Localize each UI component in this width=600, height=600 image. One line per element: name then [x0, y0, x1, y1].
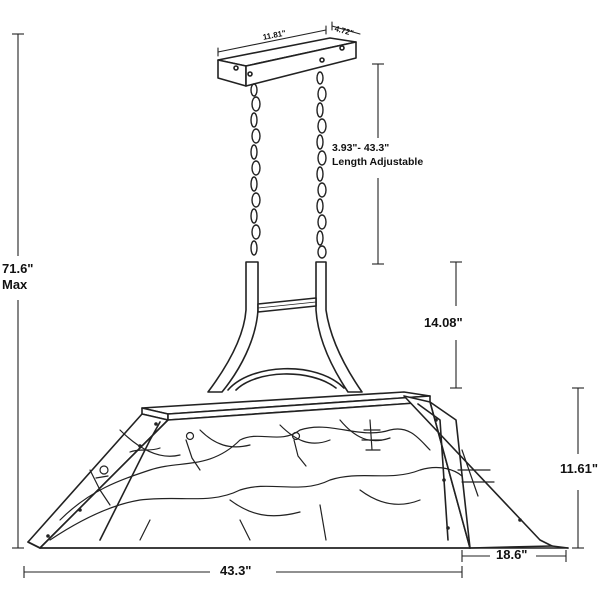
chain-length-note: Length Adjustable	[332, 156, 424, 168]
shade-top-rim	[141, 391, 431, 421]
chain-length-label: 3.93"- 43.3"	[332, 142, 390, 154]
shade-height-label: 11.61"	[560, 461, 598, 476]
frame-height-label: 14.08"	[424, 315, 463, 330]
total-height-note: Max	[2, 277, 28, 292]
shade-depth-label: 18.6"	[496, 547, 528, 562]
total-height-label: 71.6"	[2, 261, 34, 276]
dimension-lines	[12, 33, 584, 578]
ski-scene-artwork	[49, 419, 495, 541]
shade-length-label: 43.3"	[220, 563, 252, 578]
left-chain	[250, 83, 261, 256]
canopy-dimension-lines	[217, 21, 361, 57]
shade-body	[27, 395, 569, 549]
canopy-plate	[217, 37, 357, 87]
shade-rivets	[46, 418, 522, 538]
right-chain	[316, 71, 327, 259]
hanging-frame	[207, 261, 363, 393]
